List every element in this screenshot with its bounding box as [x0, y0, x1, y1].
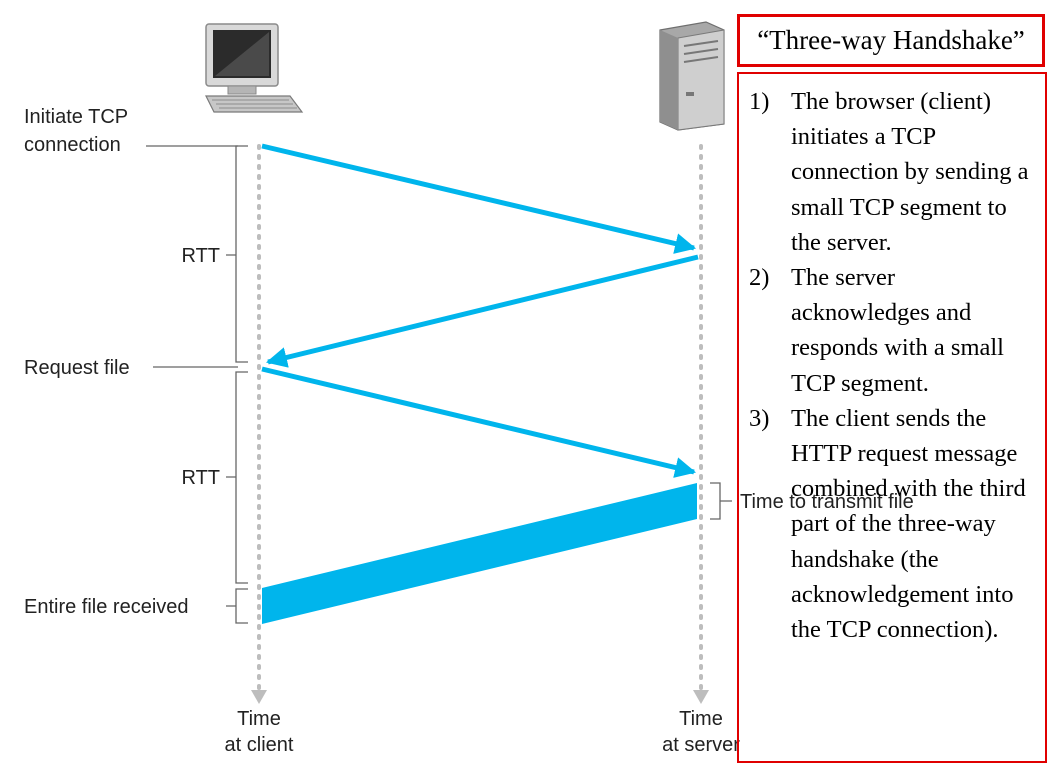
- callout-title-box: “Three-way Handshake”: [737, 14, 1045, 67]
- server-timeline-arrowhead: [693, 690, 709, 704]
- step-number: 1): [749, 88, 770, 115]
- initiate-label-line2: connection: [24, 134, 121, 156]
- server-axis-label-line2: at server: [662, 734, 740, 756]
- step-text: The server acknowledges and responds wit…: [791, 264, 1004, 397]
- step-text: The browser (client) initiates a TCP con…: [791, 88, 1029, 256]
- client-axis-label-line2: at client: [225, 734, 294, 756]
- server-axis-label-line1: Time: [679, 708, 723, 730]
- request-arrow: [261, 366, 697, 478]
- handshake-step: 2) The server acknowledges and responds …: [749, 260, 1039, 401]
- request-file-label: Request file: [24, 357, 130, 379]
- rtt-bracket-2: [226, 371, 248, 584]
- step-text: The client sends the HTTP request messag…: [791, 404, 1026, 644]
- transmit-bracket: [710, 482, 732, 520]
- callout-notes-box: 1) The browser (client) initiates a TCP …: [737, 72, 1047, 763]
- initiate-label-line1: Initiate TCP: [24, 106, 128, 128]
- rtt-bracket-1: [226, 145, 248, 363]
- file-transfer-band: [262, 483, 697, 624]
- step-number: 2): [749, 264, 770, 292]
- desktop-computer-icon: [205, 23, 304, 113]
- synack-arrow: [265, 254, 699, 368]
- server-tower-icon: [659, 21, 725, 131]
- syn-arrow: [261, 143, 697, 254]
- client-axis-label-line1: Time: [237, 708, 281, 730]
- step-number: 3): [749, 404, 770, 432]
- callout-title: “Three-way Handshake”: [757, 25, 1025, 55]
- handshake-step: 1) The browser (client) initiates a TCP …: [749, 84, 1039, 260]
- rtt-label-2: RTT: [181, 467, 220, 489]
- entire-file-label: Entire file received: [24, 596, 189, 618]
- transmit-time-label: Time to transmit file: [740, 491, 914, 513]
- handshake-step: 3) The client sends the HTTP request mes…: [749, 401, 1039, 647]
- rtt-label-1: RTT: [181, 245, 220, 267]
- client-timeline-arrowhead: [251, 690, 267, 704]
- file-received-bracket: [226, 588, 248, 624]
